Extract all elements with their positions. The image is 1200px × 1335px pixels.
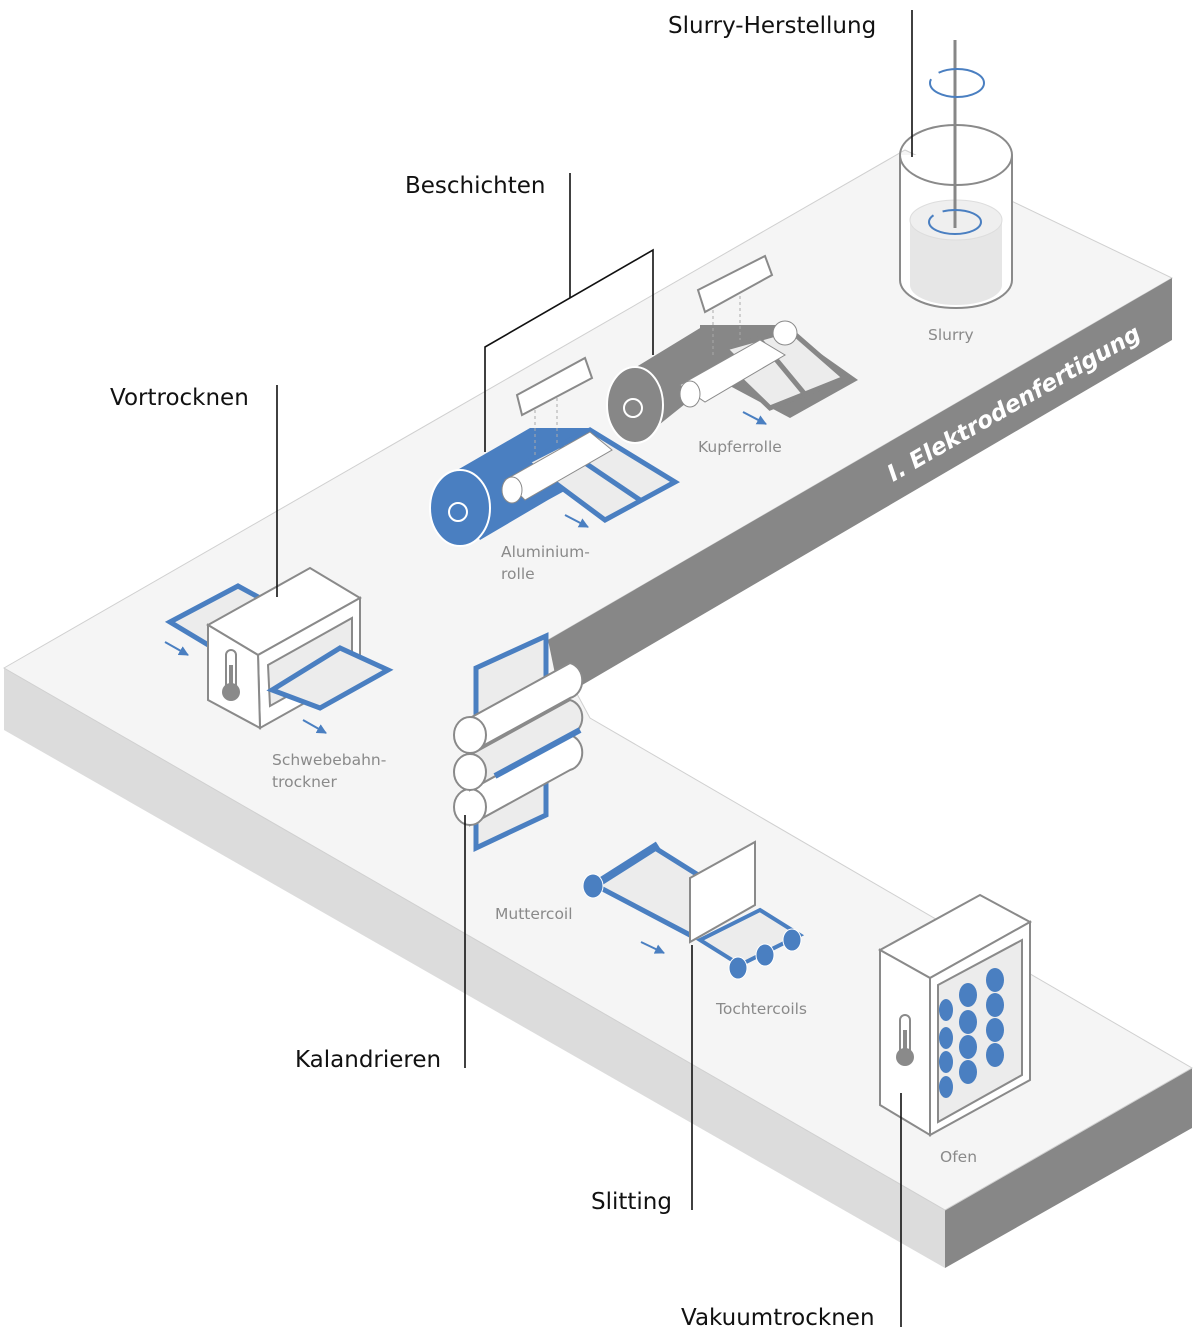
schwebebahntrockner-label-2: trockner bbox=[272, 773, 337, 791]
aluminiumrolle-label-2: rolle bbox=[501, 565, 535, 583]
slurry-label: Slurry bbox=[928, 326, 974, 344]
coil-rack bbox=[939, 968, 1004, 1098]
platform-left-side bbox=[4, 668, 945, 1268]
platform-right-side bbox=[945, 1068, 1192, 1268]
step-slitting: Slitting bbox=[591, 1189, 672, 1215]
step-beschichten: Beschichten bbox=[405, 173, 546, 199]
calender bbox=[453, 632, 584, 852]
platform: I. Elektrodenfertigung bbox=[2, 149, 1193, 1268]
rotation-arrow-icon bbox=[928, 209, 982, 235]
callouts: Slurry-Herstellung Beschichten Vortrockn… bbox=[110, 10, 913, 1331]
step-slurry-herstellung: Slurry-Herstellung bbox=[668, 13, 876, 39]
thermometer-icon bbox=[222, 649, 240, 701]
kupferrolle-label: Kupferrolle bbox=[698, 438, 782, 456]
tochtercoils-label: Tochtercoils bbox=[715, 1000, 807, 1018]
aluminiumrolle-label-1: Aluminium- bbox=[501, 543, 590, 561]
muttercoil-label: Muttercoil bbox=[495, 905, 573, 923]
floating-dryer: Schwebebahn- trockner bbox=[164, 566, 394, 791]
copper-roll-coater: Kupferrolle bbox=[606, 254, 858, 456]
step-kalandrieren: Kalandrieren bbox=[295, 1047, 441, 1073]
slitter: Muttercoil Tochtercoils bbox=[495, 840, 807, 1018]
step-vortrocknen: Vortrocknen bbox=[110, 385, 249, 411]
vacuum-oven: Ofen bbox=[877, 893, 1033, 1166]
aluminium-roll-coater: Aluminium- rolle bbox=[429, 356, 681, 583]
rotation-arrow-icon bbox=[929, 68, 985, 98]
thermometer-icon bbox=[896, 1014, 914, 1066]
ofen-label: Ofen bbox=[940, 1148, 977, 1166]
platform-upper-arm-side bbox=[548, 278, 1172, 698]
slurry-mixer: Slurry bbox=[899, 40, 1013, 344]
schwebebahntrockner-label-1: Schwebebahn- bbox=[272, 751, 386, 769]
step-vakuumtrocknen: Vakuumtrocknen bbox=[681, 1305, 875, 1331]
